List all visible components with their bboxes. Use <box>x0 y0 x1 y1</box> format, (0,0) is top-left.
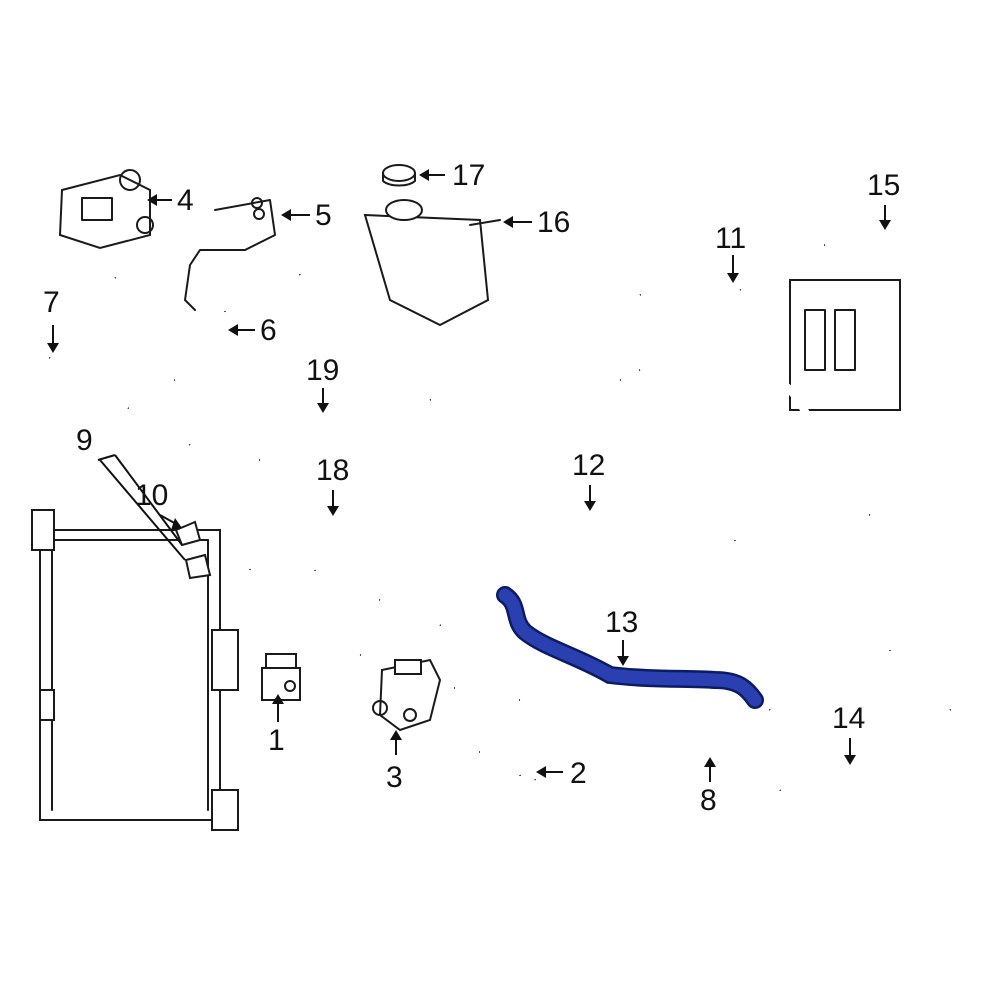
callout-labels: 1 2 3 4 5 6 7 8 9 10 11 12 13 14 15 16 1… <box>43 159 900 817</box>
part-13-hose-highlighted <box>496 586 764 709</box>
part-16-expansion-tank <box>363 199 501 327</box>
part-12-hose <box>370 480 741 629</box>
callout-6: 6 <box>260 314 277 347</box>
callout-19: 19 <box>306 354 339 387</box>
callout-10: 10 <box>135 479 168 512</box>
callout-5: 5 <box>315 199 332 232</box>
callout-18: 18 <box>316 454 349 487</box>
radiator <box>31 509 239 831</box>
callout-4: 4 <box>177 184 194 217</box>
callout-8: 8 <box>700 784 717 817</box>
part-2-hose <box>453 683 540 811</box>
heater-hoses <box>638 355 894 651</box>
part-11-hose <box>650 285 743 372</box>
callout-11: 11 <box>715 222 746 255</box>
callout-9: 9 <box>76 424 93 457</box>
callout-2: 2 <box>570 757 587 790</box>
part-7-hose <box>46 273 132 414</box>
part-17-cap <box>382 164 416 187</box>
callout-17: 17 <box>452 159 485 192</box>
part-19-hose <box>259 273 642 462</box>
part-8-hose <box>519 697 783 792</box>
callout-15: 15 <box>867 169 900 202</box>
part-6-clamp <box>174 311 229 383</box>
lower-hoses <box>244 569 361 659</box>
callout-14: 14 <box>832 702 865 735</box>
part-1-thermostat-housing <box>261 653 301 701</box>
part-15-hose-heater <box>789 236 950 526</box>
callout-12: 12 <box>572 449 605 482</box>
callout-3: 3 <box>386 761 403 794</box>
part-18-hose <box>187 376 621 571</box>
part-5-bracket <box>184 197 276 311</box>
callout-16: 16 <box>537 206 570 239</box>
callout-13: 13 <box>605 606 638 639</box>
part-4-water-pump <box>58 169 154 250</box>
part-14-hose <box>767 706 953 775</box>
part-3-valve <box>372 658 442 732</box>
callout-arrows <box>47 169 891 782</box>
callout-1: 1 <box>268 724 285 757</box>
callout-7: 7 <box>43 286 60 319</box>
part-9-10-connectors <box>174 520 212 580</box>
